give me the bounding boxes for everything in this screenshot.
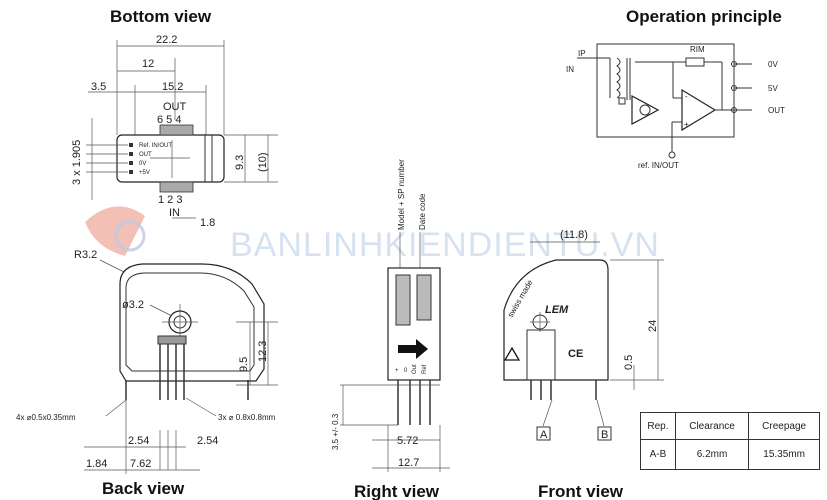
cell-clearance: 6.2mm bbox=[674, 439, 750, 470]
cell-creepage: 15.35mm bbox=[748, 439, 820, 470]
watermark: BANLINHKIENDIENTU.VN bbox=[85, 206, 660, 264]
dim-r-3-2: R3.2 bbox=[74, 249, 97, 261]
title-front-view: Front view bbox=[538, 482, 624, 500]
dim-24: 24 bbox=[647, 320, 659, 332]
header-clearance: Clearance bbox=[674, 412, 750, 440]
dim-0-5: 0.5 bbox=[623, 355, 635, 370]
dim-9-3: 9.3 bbox=[234, 155, 246, 170]
pin-label-out: OUT bbox=[139, 152, 152, 158]
dim-12-3: 12.3 bbox=[257, 341, 269, 362]
label-out: OUT bbox=[163, 101, 187, 113]
label-out-out: OUT bbox=[768, 106, 785, 115]
label-in: IN bbox=[566, 65, 574, 74]
label-ip: IP bbox=[578, 49, 586, 58]
mark-out: Out bbox=[412, 364, 418, 374]
note-4x-pins: 4x ⌀0.5x0.35mm bbox=[16, 413, 76, 422]
pin-label-5v: +5V bbox=[139, 170, 150, 176]
dim-7-62: 7.62 bbox=[130, 458, 151, 470]
back-view: 1.8 R3.2 ø3.2 9.5 12.3 4x ⌀0.5x0.35mm 3x… bbox=[16, 217, 278, 474]
clearance-table: Rep. Clearance Creepage A-B 6.2mm 15.35m… bbox=[640, 412, 820, 470]
table-row: A-B 6.2mm 15.35mm bbox=[640, 439, 820, 470]
watermark-text: BANLINHKIENDIENTU.VN bbox=[230, 226, 660, 264]
right-view: Model + SP number Date code + 0 Out Ref … bbox=[331, 159, 450, 472]
operation-principle: IP IN RIM - + ref. IN/OUT 0V 5V OUT bbox=[566, 43, 785, 170]
label-plus: + bbox=[684, 120, 689, 129]
pins-1-2-3: 1 2 3 bbox=[158, 194, 182, 206]
pin-label-0v: 0V bbox=[139, 161, 146, 167]
point-a: A bbox=[540, 429, 548, 441]
bottom-view: 22.2 12 3.5 15.2 OUT 6 5 4 Ref. IN/OUT O… bbox=[71, 34, 278, 219]
point-b: B bbox=[601, 429, 608, 441]
dim-3-5: 3.5 bbox=[91, 81, 106, 93]
cell-rep: A-B bbox=[640, 439, 676, 470]
label-in: IN bbox=[169, 207, 180, 219]
label-out-0v: 0V bbox=[768, 60, 778, 69]
dim-22-2: 22.2 bbox=[156, 34, 177, 46]
dim-10: (10) bbox=[257, 152, 269, 172]
title-back-view: Back view bbox=[102, 479, 185, 498]
pins-6-5-4: 6 5 4 bbox=[157, 114, 181, 126]
pin-label-ref: Ref. IN/OUT bbox=[139, 143, 172, 149]
title-operation-principle: Operation principle bbox=[626, 7, 782, 26]
mark-ce: CE bbox=[568, 348, 583, 360]
dim-11-8: (11.8) bbox=[560, 229, 588, 241]
mark-zero: 0 bbox=[404, 368, 408, 374]
dim-12: 12 bbox=[142, 58, 154, 70]
label-model-sp: Model + SP number bbox=[397, 159, 406, 230]
header-rep: Rep. bbox=[640, 412, 676, 440]
dim-12-7: 12.7 bbox=[398, 457, 419, 469]
label-ref: ref. IN/OUT bbox=[638, 161, 679, 170]
dim-2-54-left: 2.54 bbox=[128, 435, 149, 447]
mark-ref: Ref bbox=[422, 364, 428, 374]
title-bottom-view: Bottom view bbox=[110, 7, 212, 26]
dim-9-5: 9.5 bbox=[238, 357, 250, 372]
note-3x-pins: 3x ⌀ 0.8x0.8mm bbox=[218, 413, 276, 422]
dim-3-5: 3.5 +/- 0.3 bbox=[331, 413, 340, 450]
label-rim: RIM bbox=[690, 45, 705, 54]
label-date-code: Date code bbox=[418, 193, 427, 230]
brand-lem: LEM bbox=[545, 304, 569, 316]
dim-2-54-right: 2.54 bbox=[197, 435, 218, 447]
dim-d-3-2: ø3.2 bbox=[122, 299, 144, 311]
label-minus: - bbox=[685, 92, 688, 101]
title-right-view: Right view bbox=[354, 482, 440, 500]
dim-1-84: 1.84 bbox=[86, 458, 107, 470]
table-header-row: Rep. Clearance Creepage bbox=[640, 412, 820, 440]
dim-pitch: 3 x 1.905 bbox=[71, 140, 83, 185]
mark-plus: + bbox=[395, 368, 399, 374]
dim-15-2: 15.2 bbox=[162, 81, 183, 93]
label-out-5v: 5V bbox=[768, 84, 778, 93]
dim-1-8: 1.8 bbox=[200, 217, 215, 229]
header-creepage: Creepage bbox=[748, 412, 820, 440]
dim-5-72: 5.72 bbox=[397, 435, 418, 447]
